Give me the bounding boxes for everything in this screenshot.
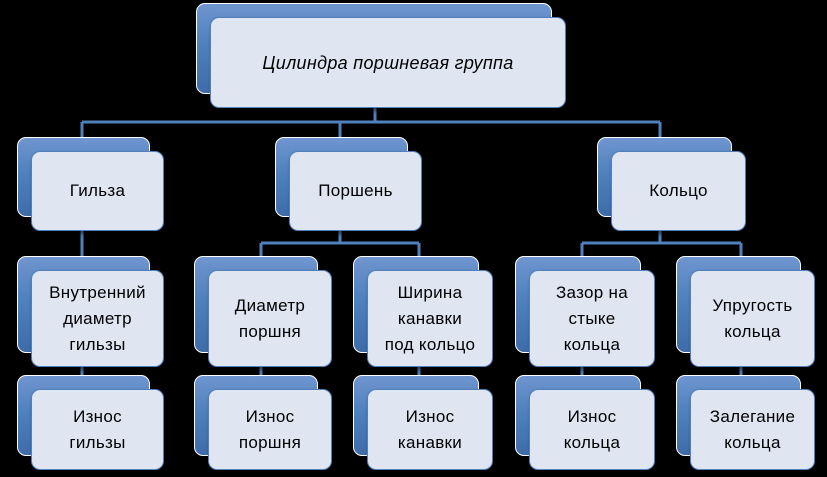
node-ring-sticking: Залегание кольца: [676, 375, 815, 470]
node-porshen: Поршень: [275, 137, 422, 231]
node-gilza-label: Гильза: [31, 151, 164, 231]
node-porshen-label: Поршень: [289, 151, 422, 231]
node-root-label: Цилиндра поршневая группа: [210, 17, 566, 108]
node-param-ring-elasticity-label: Упругость кольца: [690, 270, 815, 367]
node-param-inner-diameter: Внутренний диаметр гильзы: [17, 256, 164, 367]
node-param-piston-diameter-label: Диаметр поршня: [208, 270, 332, 367]
node-param-groove-width-label: Ширина канавки под кольцо: [367, 270, 493, 367]
node-param-ring-elasticity: Упругость кольца: [676, 256, 815, 367]
node-wear-ring-label: Износ кольца: [529, 389, 655, 470]
node-param-groove-width: Ширина канавки под кольцо: [353, 256, 493, 367]
node-wear-groove: Износ канавки: [353, 375, 493, 470]
node-wear-piston-label: Износ поршня: [208, 389, 332, 470]
node-param-ring-gap-label: Зазор на стыке кольца: [529, 270, 655, 367]
node-param-ring-gap: Зазор на стыке кольца: [515, 256, 655, 367]
node-wear-liner-label: Износ гильзы: [31, 389, 164, 470]
node-wear-ring: Износ кольца: [515, 375, 655, 470]
node-koltso: Кольцо: [597, 137, 746, 231]
node-ring-sticking-label: Залегание кольца: [690, 389, 815, 470]
node-param-inner-diameter-label: Внутренний диаметр гильзы: [31, 270, 164, 367]
node-wear-liner: Износ гильзы: [17, 375, 164, 470]
node-wear-groove-label: Износ канавки: [367, 389, 493, 470]
node-koltso-label: Кольцо: [611, 151, 746, 231]
node-gilza: Гильза: [17, 137, 164, 231]
node-param-piston-diameter: Диаметр поршня: [194, 256, 332, 367]
node-wear-piston: Износ поршня: [194, 375, 332, 470]
node-root: Цилиндра поршневая группа: [196, 3, 566, 108]
